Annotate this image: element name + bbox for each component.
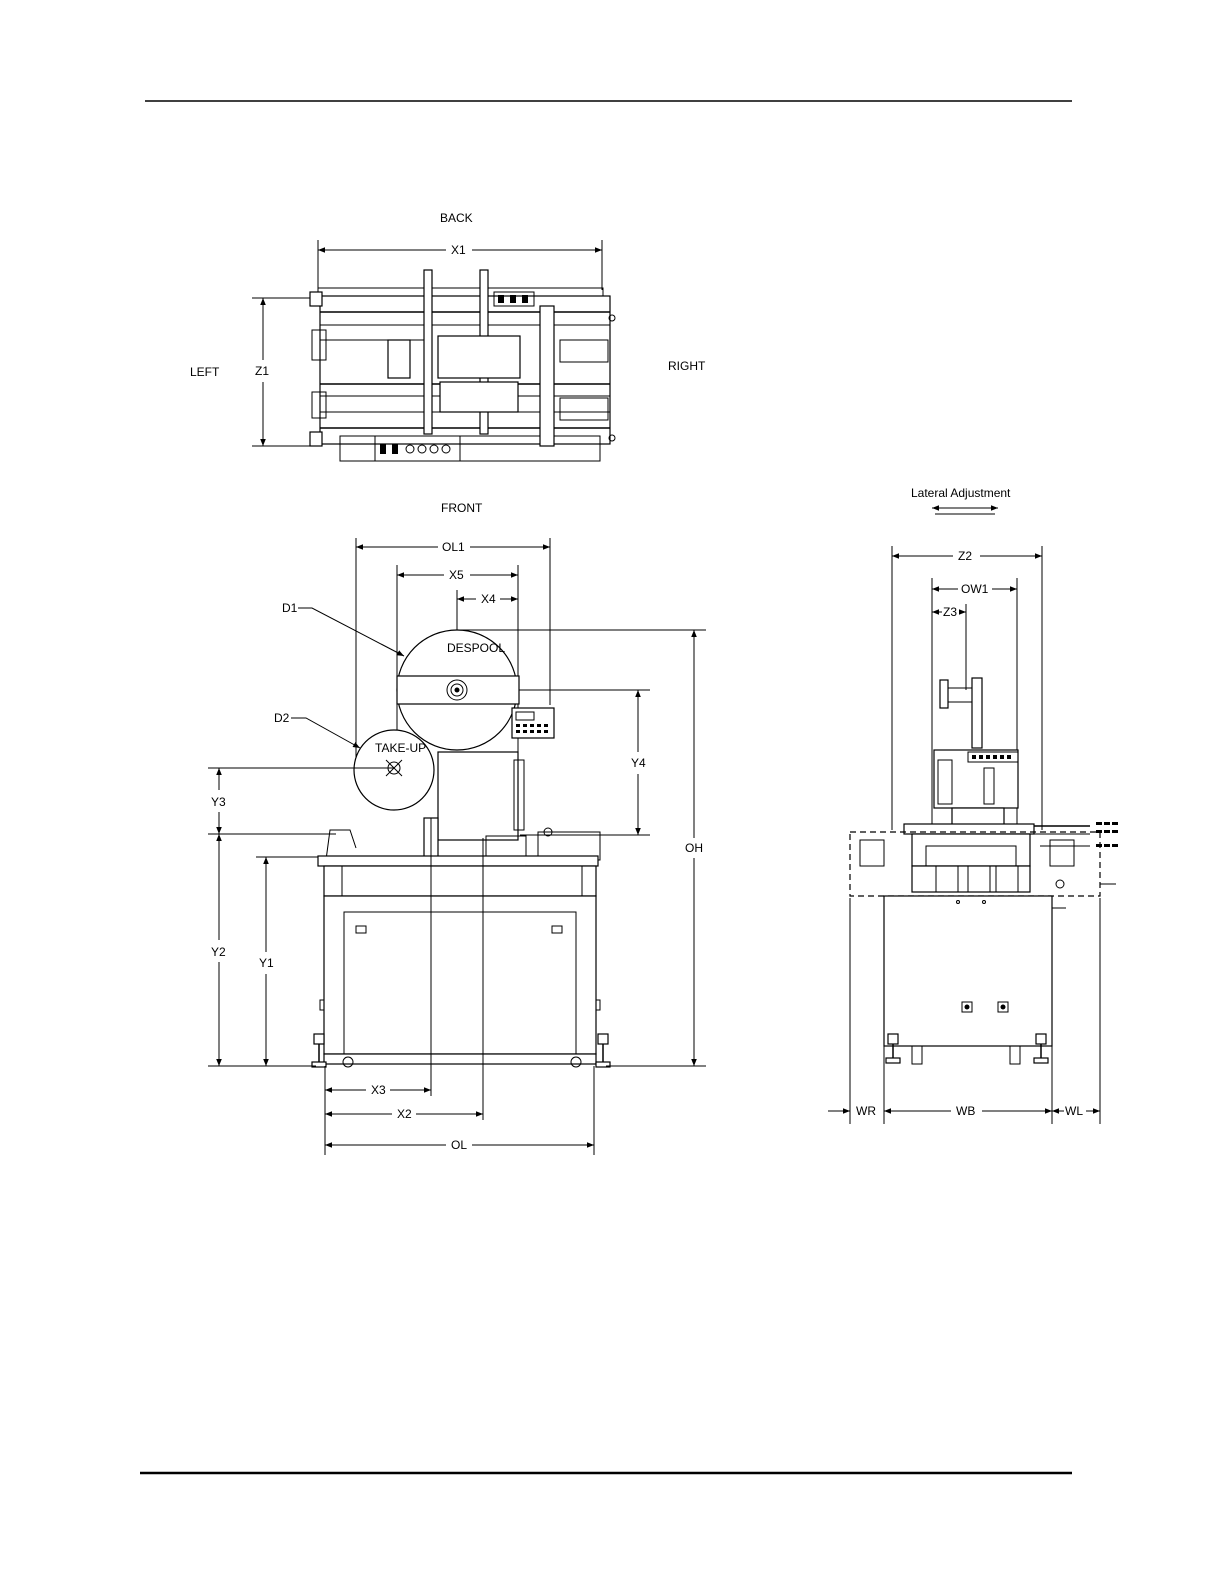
dim-y1: Y1 <box>259 956 274 970</box>
label-back: BACK <box>440 211 473 225</box>
label-left: LEFT <box>190 365 220 379</box>
dim-ol1: OL1 <box>442 540 465 554</box>
dim-ow1: OW1 <box>961 582 989 596</box>
label-lateral-adjustment: Lateral Adjustment <box>911 486 1011 500</box>
callout-d1: D1 <box>282 601 298 615</box>
dim-wr: WR <box>856 1104 876 1118</box>
dim-y2: Y2 <box>211 945 226 959</box>
side-view: Lateral Adjustment Z2 OW1 Z3 <box>828 486 1118 1124</box>
dim-x3: X3 <box>371 1083 386 1097</box>
front-view: OL1 X5 X4 D1 D2 DESPOOL TAKE-UP <box>208 538 706 1155</box>
dim-y3: Y3 <box>211 795 226 809</box>
dim-z1: Z1 <box>255 364 269 378</box>
dim-wl: WL <box>1065 1104 1083 1118</box>
dim-z3: Z3 <box>943 605 957 619</box>
label-front: FRONT <box>441 501 483 515</box>
lateral-arrow-icon <box>932 508 998 514</box>
callout-d2: D2 <box>274 711 290 725</box>
dim-wb: WB <box>956 1104 975 1118</box>
dim-x2: X2 <box>397 1107 412 1121</box>
label-right: RIGHT <box>668 359 706 373</box>
dim-oh: OH <box>685 841 703 855</box>
roll-despool: DESPOOL <box>447 641 505 655</box>
dim-z2: Z2 <box>958 549 972 563</box>
dim-y4: Y4 <box>631 756 646 770</box>
top-view: BACK FRONT LEFT RIGHT X1 Z1 <box>190 211 706 515</box>
dim-x4: X4 <box>481 592 496 606</box>
dim-x5: X5 <box>449 568 464 582</box>
roll-takeup: TAKE-UP <box>375 741 426 755</box>
dim-ol: OL <box>451 1138 467 1152</box>
dim-x1: X1 <box>451 243 466 257</box>
